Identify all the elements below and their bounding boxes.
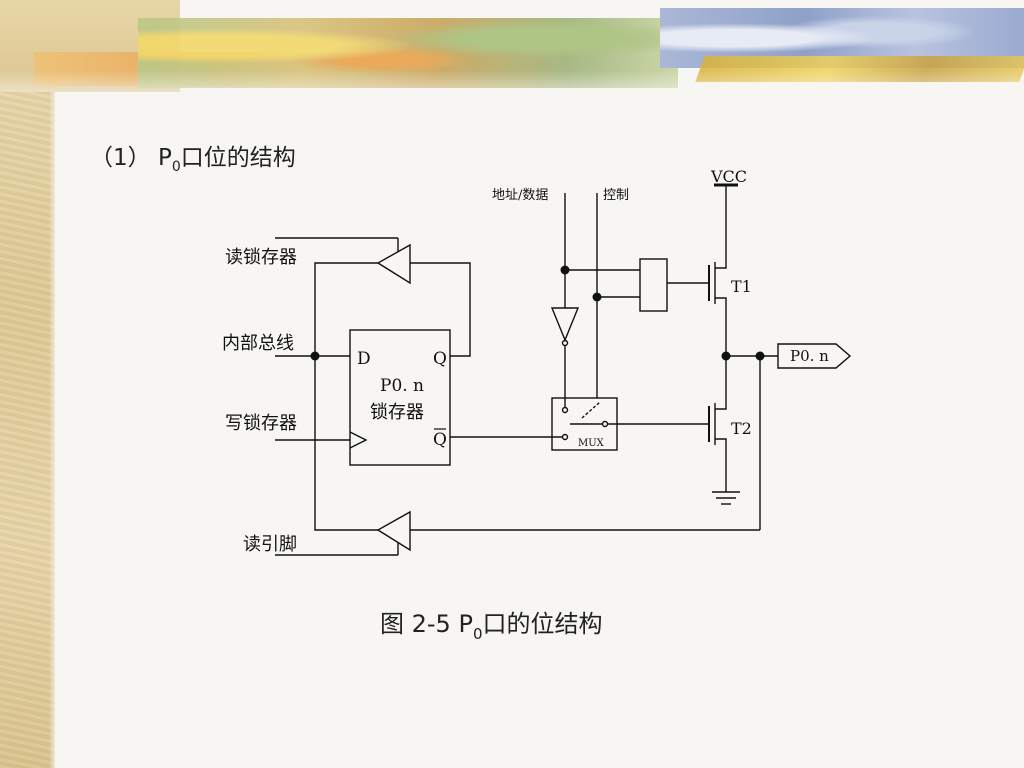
label-t2: T2 [731, 419, 752, 438]
label-write-latch: 写锁存器 [225, 413, 297, 434]
label-read-latch: 读锁存器 [225, 247, 297, 268]
figure-caption: 图 2-5 P0口的位结构 [380, 604, 603, 643]
caption-subscript: 0 [472, 625, 483, 643]
and-gate [639, 258, 668, 312]
heading-rest: 口位的结构 [180, 145, 296, 171]
label-read-pin: 读引脚 [243, 534, 297, 555]
clock-input-triangle [349, 431, 368, 449]
label-address-data: 地址/数据 [492, 188, 548, 203]
latch-pin-q: Q [433, 349, 447, 369]
label-internal-bus: 内部总线 [222, 333, 294, 354]
latch-label-p0n: P0. n [380, 376, 424, 396]
caption-prefix: 图 2-5 P [380, 610, 473, 638]
left-decor-strip [0, 0, 55, 768]
read-latch-buffer [376, 243, 411, 285]
label-mux: MUX [578, 438, 605, 449]
label-vcc: VCC [710, 167, 747, 186]
label-output-pin: P0. n [790, 347, 829, 365]
label-t1: T1 [731, 277, 752, 296]
label-control: 控制 [603, 188, 629, 203]
heading-subscript: 0 [171, 159, 181, 175]
heading-prefix: （1） P [90, 145, 172, 171]
latch-pin-d: D [357, 349, 371, 369]
top-banner-decoration [0, 0, 1024, 92]
caption-rest: 口的位结构 [482, 610, 603, 638]
read-pin-buffer [376, 510, 411, 552]
latch-pin-qbar: Q [433, 430, 447, 450]
output-pin-shape [777, 343, 852, 369]
latch-block [349, 329, 451, 466]
latch-label-latch: 锁存器 [370, 402, 424, 423]
inverter [550, 307, 580, 342]
slide-heading: （1） P0口位的结构 [90, 138, 296, 175]
